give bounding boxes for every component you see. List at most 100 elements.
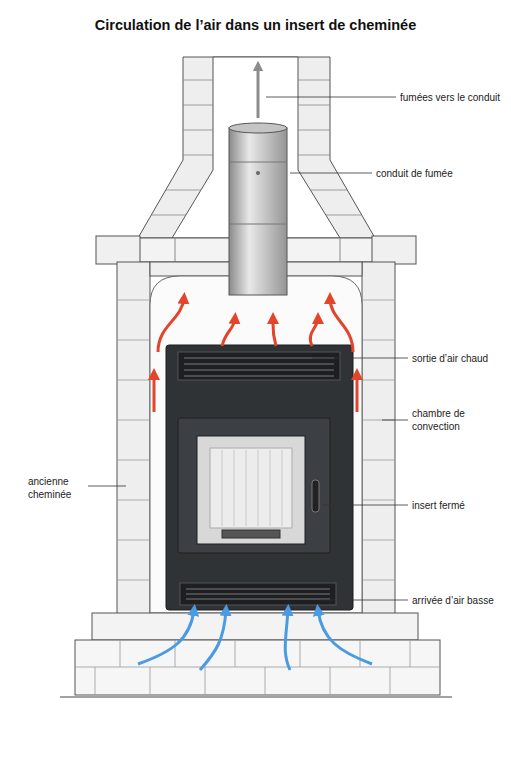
flue-pipe bbox=[229, 224, 287, 225]
closed-insert bbox=[246, 450, 247, 526]
closed-insert bbox=[222, 450, 282, 526]
old-fireplace-wall bbox=[117, 262, 395, 614]
hearth-base bbox=[360, 640, 361, 667]
hearth-base bbox=[95, 667, 96, 695]
closed-insert bbox=[222, 530, 280, 538]
cold-air-arrows bbox=[285, 610, 290, 670]
closed-insert bbox=[184, 369, 334, 370]
closed-insert bbox=[184, 363, 334, 364]
old-fireplace-wall bbox=[117, 460, 150, 461]
flue-pipe bbox=[229, 162, 287, 163]
hearth-base bbox=[60, 697, 452, 698]
closed-insert bbox=[186, 593, 330, 594]
hearth-base bbox=[75, 667, 440, 668]
chimney-hood bbox=[326, 215, 361, 216]
old-fireplace-wall bbox=[362, 580, 395, 581]
diagram-title: Circulation de l’air dans un insert de c… bbox=[0, 17, 511, 33]
cold-air-arrows bbox=[200, 610, 226, 670]
closed-insert bbox=[184, 357, 334, 358]
hearth-base bbox=[120, 640, 121, 667]
warm-air-arrows bbox=[273, 318, 276, 346]
mantel bbox=[340, 238, 341, 262]
closed-insert bbox=[186, 598, 330, 599]
chimney-hood bbox=[298, 130, 330, 131]
callout-label: conduit de fumée bbox=[376, 167, 453, 180]
smoke-arrow bbox=[257, 66, 260, 118]
closed-insert bbox=[234, 450, 235, 526]
old-fireplace-wall bbox=[117, 420, 150, 421]
closed-insert bbox=[270, 450, 271, 526]
hearth-base bbox=[75, 640, 440, 695]
chimney-hood bbox=[298, 80, 330, 81]
old-fireplace-wall bbox=[362, 380, 395, 381]
warm-air-arrows bbox=[158, 298, 184, 352]
closed-insert bbox=[184, 358, 334, 376]
old-fireplace-wall bbox=[362, 262, 395, 614]
cold-air-arrows bbox=[138, 610, 194, 664]
chimney-hood bbox=[183, 80, 213, 81]
chimney-hood bbox=[298, 155, 330, 156]
chimney-hood bbox=[183, 155, 213, 156]
closed-insert bbox=[166, 345, 353, 610]
warm-air-arrows bbox=[153, 374, 156, 412]
leader-lines bbox=[382, 420, 408, 421]
flue-pipe bbox=[229, 128, 287, 295]
mantel bbox=[175, 238, 176, 262]
callout-label: chambre de convection bbox=[412, 407, 487, 433]
closed-insert bbox=[178, 418, 330, 553]
warm-air-arrows bbox=[310, 318, 318, 346]
hearth-base bbox=[150, 667, 151, 695]
cold-air-arrows bbox=[138, 610, 372, 670]
chimney-hood bbox=[151, 215, 186, 216]
chimney-hood bbox=[310, 190, 347, 191]
old-fireplace-wall bbox=[117, 540, 150, 541]
hearth-base bbox=[390, 667, 391, 695]
chimney-hood bbox=[166, 190, 201, 191]
closed-insert bbox=[180, 583, 336, 605]
closed-insert bbox=[258, 450, 259, 526]
closed-insert bbox=[186, 589, 330, 599]
chimney-hood bbox=[183, 105, 213, 106]
closed-insert bbox=[166, 345, 353, 610]
convection-chamber bbox=[150, 276, 362, 613]
warm-air-arrows bbox=[330, 298, 353, 352]
hearth-base bbox=[205, 667, 206, 695]
leader-lines bbox=[88, 97, 408, 600]
hearth-base bbox=[330, 667, 331, 695]
old-fireplace-wall bbox=[362, 460, 395, 461]
warm-air-arrows bbox=[356, 374, 359, 412]
old-fireplace-wall bbox=[117, 380, 150, 381]
closed-insert bbox=[186, 588, 330, 589]
cold-air-arrows bbox=[318, 610, 372, 664]
old-fireplace-wall bbox=[117, 340, 150, 341]
callout-label: fumées vers le conduit bbox=[400, 91, 500, 104]
old-fireplace-wall bbox=[362, 300, 395, 301]
hearth-base bbox=[265, 667, 266, 695]
leader-lines bbox=[266, 97, 396, 98]
leader-lines bbox=[322, 505, 408, 506]
flue-pipe bbox=[229, 123, 287, 133]
leader-lines bbox=[312, 358, 408, 359]
hearth-base bbox=[235, 640, 236, 667]
closed-insert bbox=[222, 450, 223, 526]
callout-label: insert fermé bbox=[412, 499, 465, 512]
closed-insert bbox=[282, 450, 283, 526]
closed-insert bbox=[197, 436, 305, 544]
closed-insert bbox=[210, 448, 292, 528]
warm-air-arrows bbox=[222, 318, 235, 346]
mantel bbox=[372, 236, 416, 264]
old-fireplace-wall bbox=[117, 300, 150, 301]
leader-lines bbox=[88, 486, 126, 487]
hearth-base bbox=[92, 613, 418, 640]
hearth-base bbox=[75, 640, 440, 695]
callout-label: ancienne cheminée bbox=[28, 475, 84, 501]
closed-insert bbox=[178, 352, 340, 380]
leader-lines bbox=[290, 173, 372, 174]
mantel bbox=[96, 236, 140, 264]
chimney-hood bbox=[298, 105, 330, 106]
warm-air-arrows bbox=[154, 298, 357, 412]
callout-label: arrivée d’air basse bbox=[412, 594, 494, 607]
old-fireplace-wall bbox=[117, 500, 150, 501]
